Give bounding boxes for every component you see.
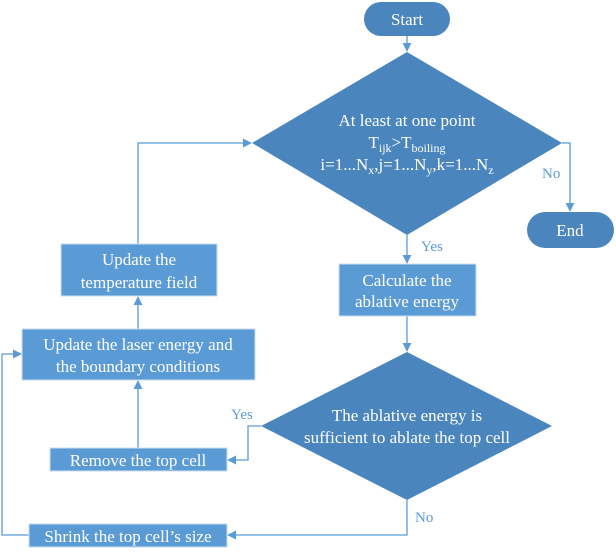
decision-sufficient: The ablative energy is sufficient to abl…: [261, 352, 552, 500]
start-label: Start: [391, 10, 423, 29]
decision-boiling-line1: At least at one point: [339, 111, 476, 130]
process-calculate: Calculate the ablative energy: [338, 263, 477, 317]
process-update-laser: Update the laser energy and the boundary…: [21, 328, 256, 381]
edge-decision-no-to-end: [562, 142, 575, 212]
process-shrink: Shrink the top cell’s size: [28, 523, 228, 548]
edge-decision2-no-to-shrink: [227, 500, 408, 540]
start-terminal: Start: [364, 2, 450, 36]
edge-label-boiling-yes: Yes: [421, 239, 443, 255]
process-update-temperature: Update the temperature field: [60, 243, 218, 297]
end-terminal: End: [527, 212, 614, 248]
calculate-line1: Calculate the: [362, 271, 451, 290]
edge-update-temp-to-decision: [137, 138, 252, 244]
remove-label: Remove the top cell: [70, 451, 207, 470]
decision-boiling-line2: Tijk>Tboiling: [368, 133, 445, 155]
process-remove: Remove the top cell: [49, 447, 228, 472]
edge-label-sufficient-yes: Yes: [231, 407, 253, 423]
edge-shrink-to-update-laser: [1, 349, 29, 536]
calculate-line2: ablative energy: [355, 292, 460, 311]
shrink-label: Shrink the top cell’s size: [44, 527, 211, 546]
decision-sufficient-line2: sufficient to ablate the top cell: [304, 428, 510, 447]
update-temp-line2: temperature field: [81, 273, 198, 292]
edge-label-sufficient-no: No: [415, 510, 433, 526]
decision-boiling: At least at one point Tijk>Tboiling i=1.…: [252, 52, 562, 235]
update-temp-line1: Update the: [102, 250, 176, 269]
edge-decision2-yes-to-remove: [227, 425, 261, 465]
update-laser-line1: Update the laser energy and: [43, 335, 233, 354]
edge-label-boiling-no: No: [542, 166, 560, 182]
decision-boiling-line3: i=1...Nx,j=1...Ny,k=1...Nz: [320, 155, 493, 177]
decision-sufficient-line1: The ablative energy is: [332, 406, 482, 425]
end-label: End: [556, 221, 584, 240]
update-laser-line2: the boundary conditions: [56, 357, 220, 376]
